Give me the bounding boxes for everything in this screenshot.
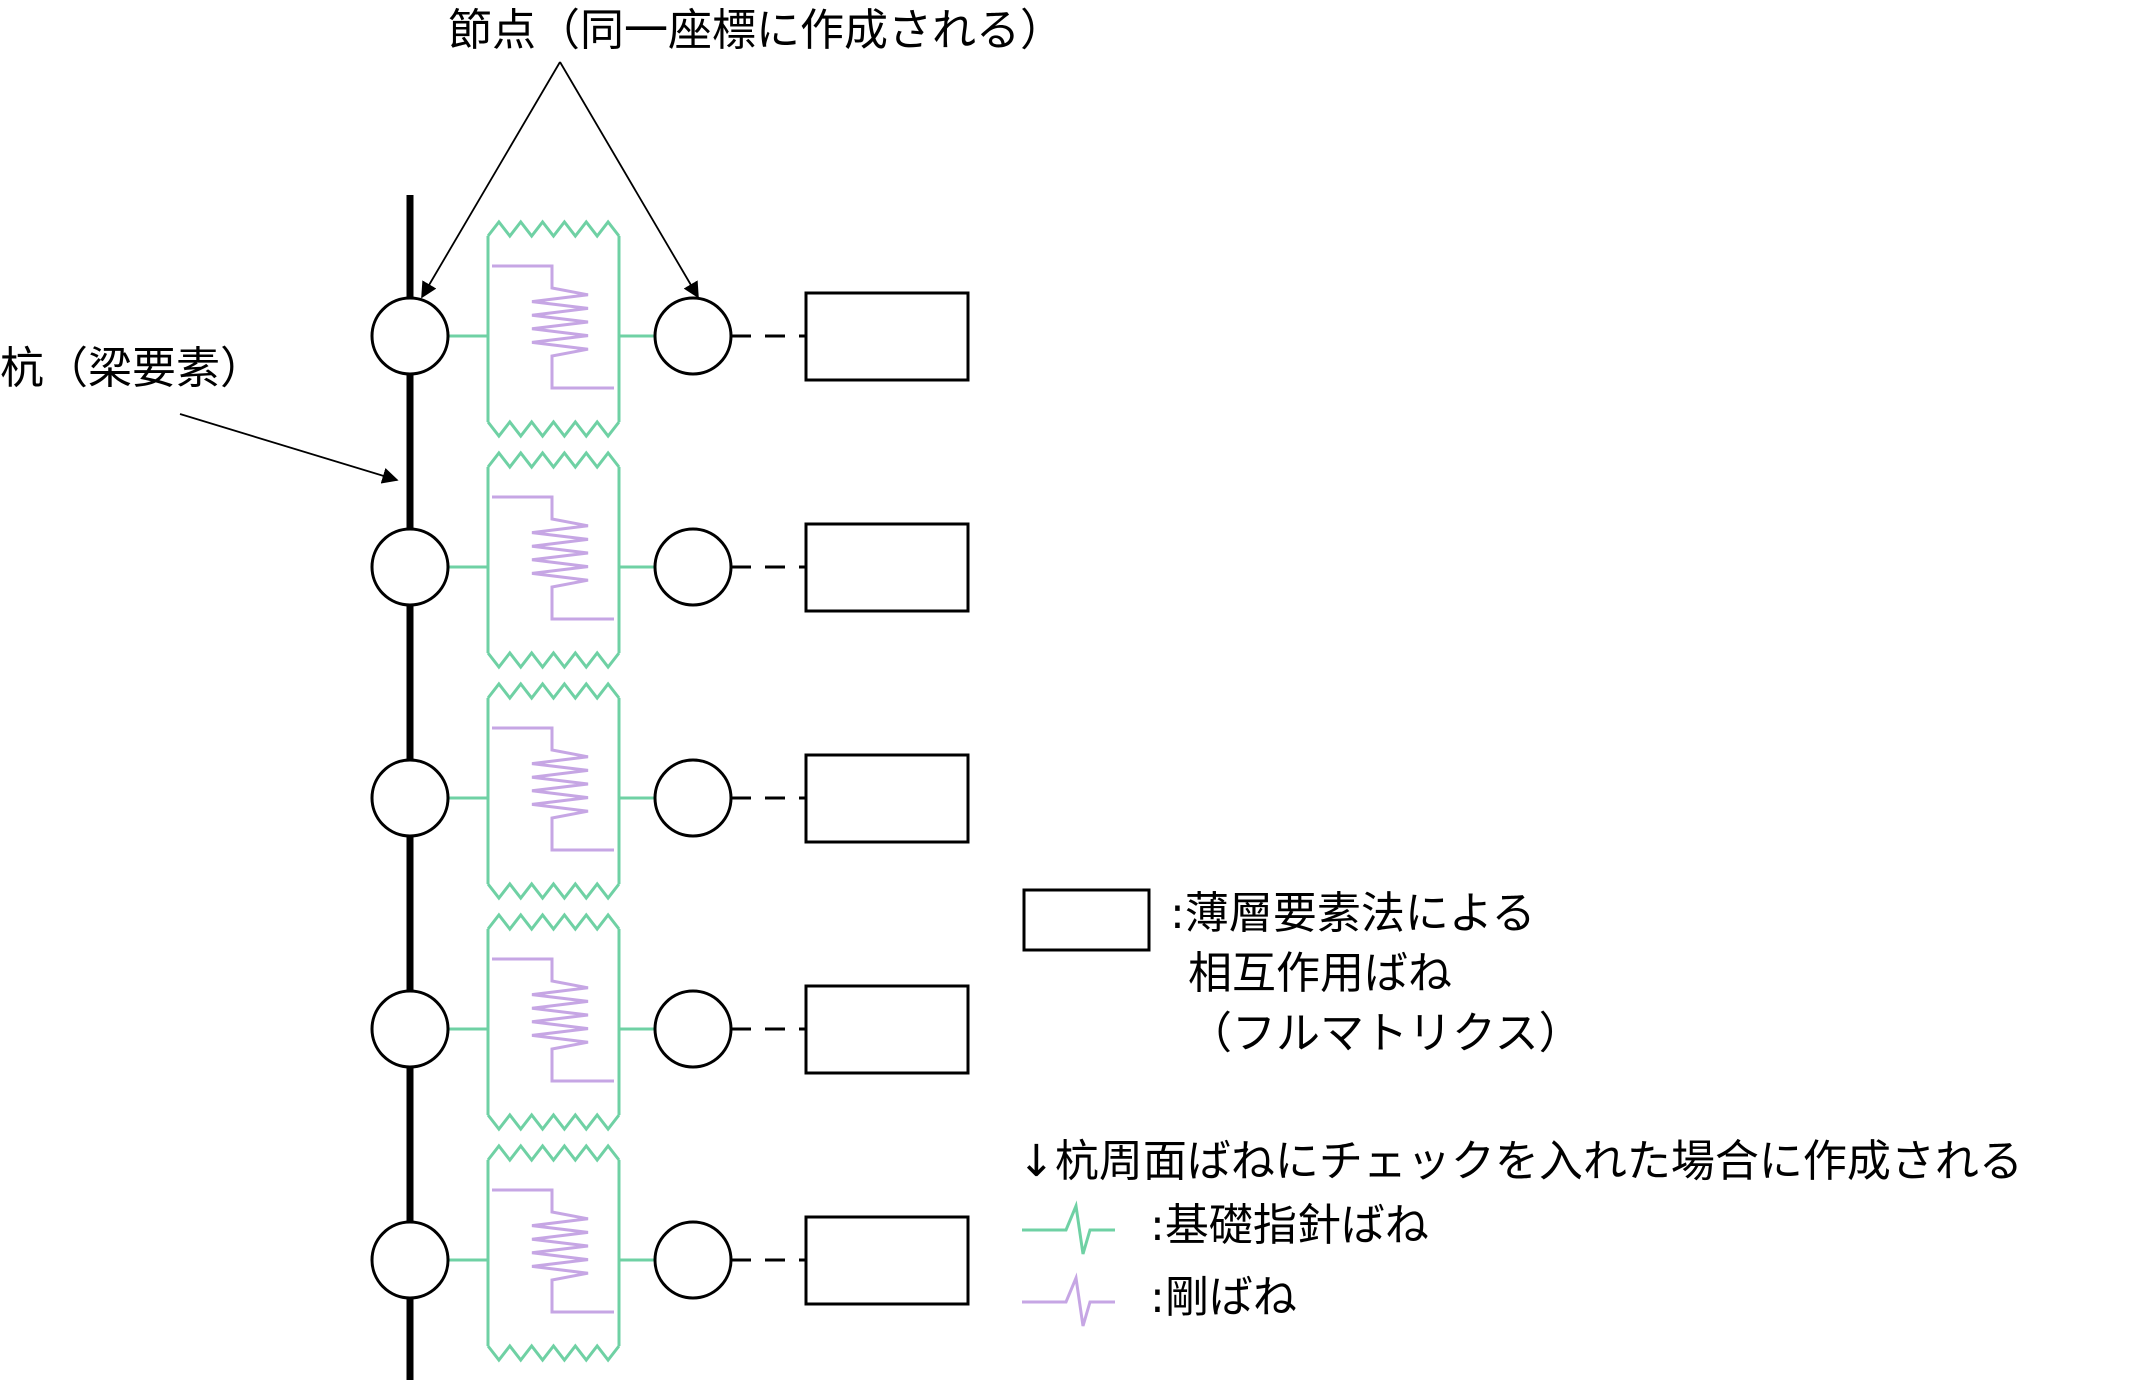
pile-node <box>370 758 450 838</box>
soil-node <box>653 527 733 607</box>
purple-spring <box>492 264 614 390</box>
legend-box-line-3: （フルマトリクス） <box>1188 1008 1583 1059</box>
green-spring-symbol <box>1022 1200 1115 1255</box>
green-spring-bottom <box>486 881 621 901</box>
node-arrow-right <box>559 61 699 299</box>
purple-spring <box>492 495 614 621</box>
legend-box-symbol <box>1022 888 1151 952</box>
legend-note: ↓杭周面ばねにチェックを入れた場合に作成される <box>1018 1136 2023 1187</box>
pile-node <box>370 989 450 1069</box>
purple-spring <box>492 1188 614 1314</box>
spring-row <box>370 1143 970 1363</box>
green-spring-label: :基礎指針ばね <box>1150 1200 1429 1251</box>
green-spring-bottom <box>486 650 621 670</box>
pile-node <box>370 296 450 376</box>
node-arrow-left <box>421 61 561 299</box>
thin-layer-box <box>804 984 970 1075</box>
soil-node <box>653 989 733 1069</box>
purple-spring <box>492 957 614 1083</box>
soil-node <box>653 296 733 376</box>
green-spring-bottom <box>486 1343 621 1363</box>
legend-box-line-1: :薄層要素法による <box>1170 888 1536 939</box>
green-spring-top <box>486 912 621 932</box>
green-spring-top <box>486 681 621 701</box>
legend-box-line-2: 相互作用ばね <box>1188 948 1452 999</box>
pile-node <box>370 1220 450 1300</box>
spring-rows <box>370 219 970 1363</box>
soil-node <box>653 1220 733 1300</box>
thin-layer-box <box>804 522 970 613</box>
purple-spring <box>492 726 614 852</box>
thin-layer-box <box>804 291 970 382</box>
thin-layer-box <box>804 753 970 844</box>
spring-row <box>370 450 970 670</box>
green-spring-top <box>486 219 621 239</box>
green-spring-bottom <box>486 419 621 439</box>
purple-spring-label: :剛ばね <box>1150 1272 1297 1323</box>
green-spring-bottom <box>486 1112 621 1132</box>
pile-label: 杭（梁要素） <box>0 343 264 394</box>
spring-row <box>370 219 970 439</box>
thin-layer-box <box>804 1215 970 1306</box>
soil-node <box>653 758 733 838</box>
purple-spring-symbol <box>1022 1272 1115 1327</box>
green-spring-top <box>486 450 621 470</box>
spring-row <box>370 912 970 1132</box>
pile-node <box>370 527 450 607</box>
node-label: 節点（同一座標に作成される） <box>448 5 1064 56</box>
pile-arrow <box>179 413 399 484</box>
spring-row <box>370 681 970 901</box>
green-spring-top <box>486 1143 621 1163</box>
